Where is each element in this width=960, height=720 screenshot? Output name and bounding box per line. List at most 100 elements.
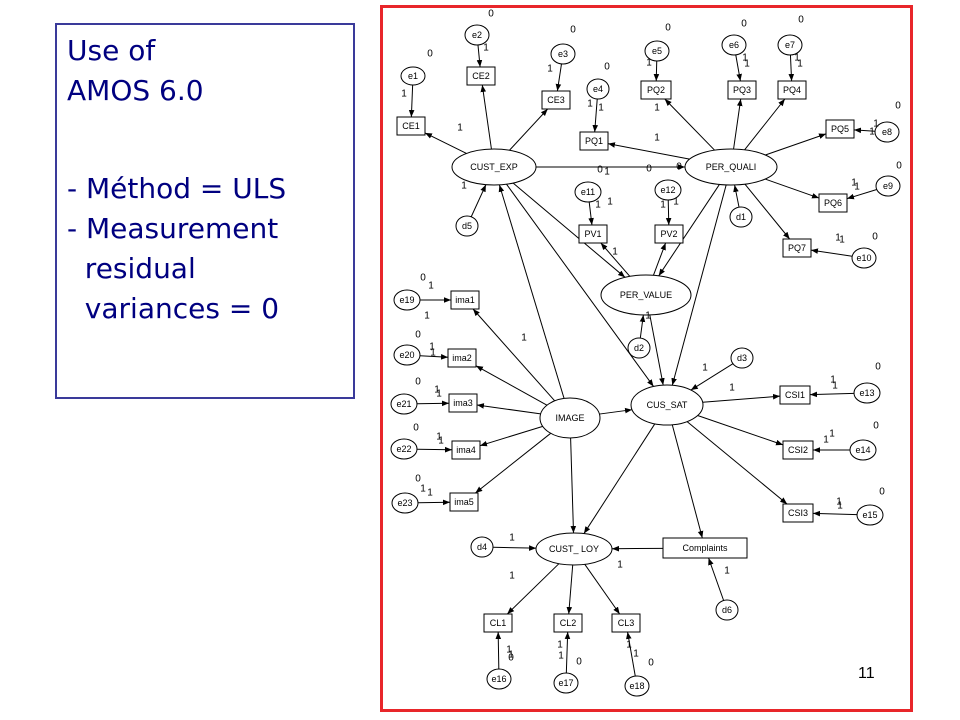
- fixed-weight-label: 1: [547, 64, 553, 75]
- path-IMAGE-to-ima4: [479, 425, 543, 447]
- fixed-weight-label: 1: [660, 200, 666, 211]
- fixed-weight-label: 1: [558, 651, 564, 662]
- fixed-weight-label: 1: [851, 178, 857, 189]
- textbox-line-2: AMOS 6.0: [67, 74, 204, 107]
- error-d2: [627, 337, 651, 359]
- indicator-ce3: [541, 90, 571, 110]
- fixed-mean-label: 0: [872, 232, 878, 243]
- indicator-label-pq6: PQ6: [824, 198, 842, 208]
- indicator-label-ima3: ima3: [453, 398, 473, 408]
- fixed-weight-label: 1: [428, 281, 434, 292]
- error-d5: [455, 215, 479, 237]
- error-e11: [574, 181, 602, 203]
- error-e2: [464, 24, 490, 46]
- fixed-mean-label: 0: [741, 19, 747, 30]
- path-e1-to-CE1: [408, 84, 415, 118]
- fixed-weight-label: 1: [633, 649, 639, 660]
- path-e4-to-PQ1: [592, 98, 599, 133]
- fixed-mean-label: 0: [604, 62, 610, 73]
- path-PER_QUALI-to-PQ2: [664, 98, 715, 151]
- error-d4: [470, 536, 494, 558]
- fixed-weight-label: 1: [612, 247, 618, 258]
- indicator-pq6: [818, 193, 848, 213]
- fixed-mean-label: 0: [895, 101, 901, 112]
- indicator-label-pv1: PV1: [584, 229, 601, 239]
- indicator-label-complaints: Complaints: [682, 543, 728, 553]
- error-label-e23: e23: [397, 498, 412, 508]
- path-CUST_EXP-to-CE3: [509, 108, 549, 151]
- path-CUS_SAT-to-Complaints: [671, 424, 704, 539]
- path-d4-to-CUST_LOY: [492, 545, 537, 551]
- fixed-mean-label: 0: [415, 377, 421, 388]
- error-e14: [849, 439, 877, 461]
- fixed-mean-label: 0: [413, 423, 419, 434]
- indicator-ima2: [447, 348, 477, 368]
- fixed-weight-label: 1: [869, 127, 875, 138]
- fixed-weight-label: 1: [420, 484, 426, 495]
- error-label-e21: e21: [396, 399, 411, 409]
- error-e23: [391, 492, 419, 514]
- path-PER_VALUE-to-CUS_SAT: [649, 314, 665, 386]
- error-label-e14: e14: [855, 445, 870, 455]
- error-e21: [390, 393, 418, 415]
- error-e3: [550, 43, 576, 65]
- error-e15: [856, 504, 884, 526]
- fixed-weight-label: 1: [401, 89, 407, 100]
- path-PER_QUALI-to-PQ1: [607, 142, 690, 160]
- fixed-weight-label: 1: [646, 58, 652, 69]
- error-label-e6: e6: [729, 40, 739, 50]
- fixed-weight-label: 1: [506, 645, 512, 656]
- indicator-ima1: [450, 290, 480, 310]
- fixed-weight-label: 1: [457, 123, 463, 134]
- fixed-weight-label: 1: [794, 53, 800, 64]
- textbox-line-5: - Measurement: [67, 212, 279, 245]
- indicator-pq4: [777, 80, 807, 100]
- indicator-label-pq2: PQ2: [647, 85, 665, 95]
- fixed-weight-label: 1: [742, 53, 748, 64]
- indicator-label-csi1: CSI1: [785, 390, 805, 400]
- fixed-weight-label: 1: [598, 103, 604, 114]
- fixed-weight-label: 1: [424, 311, 430, 322]
- path-e16-to-CL1: [495, 631, 502, 670]
- fixed-weight-label: 1: [438, 436, 444, 447]
- latent-cust-loy: [535, 532, 613, 566]
- error-label-e8: e8: [882, 127, 892, 137]
- indicator-ce2: [466, 66, 496, 86]
- fixed-weight-label: 1: [645, 311, 651, 322]
- path-e8-to-PQ5: [853, 127, 876, 134]
- path-IMAGE-to-ima5: [475, 432, 551, 494]
- latent-per-quali: [684, 148, 778, 186]
- path-PER_QUALI-to-CUS_SAT: [671, 184, 727, 386]
- latent-label-image: IMAGE: [555, 413, 584, 423]
- indicator-ce1: [396, 116, 426, 136]
- textbox-line-6: residual: [67, 252, 196, 285]
- indicator-complaints: [662, 537, 748, 559]
- error-label-e18: e18: [629, 681, 644, 691]
- fixed-weight-label: 1: [837, 501, 843, 512]
- path-PER_QUALI-to-PQ5: [765, 133, 827, 156]
- path-d1-to-PER_QUALI: [733, 184, 740, 208]
- indicator-label-ima1: ima1: [455, 295, 475, 305]
- fixed-mean-label: 0: [508, 653, 514, 664]
- latent-label-cus-sat: CUS_SAT: [647, 400, 688, 410]
- error-label-d4: d4: [477, 542, 487, 552]
- error-label-e22: e22: [396, 444, 411, 454]
- path-CUST_LOY-to-CL3: [584, 564, 621, 615]
- fixed-weight-label: 1: [830, 375, 836, 386]
- fixed-weight-label: 1: [673, 197, 679, 208]
- path-PER_QUALI-to-PQ3: [733, 98, 743, 150]
- path-CUST_LOY-to-CL1: [506, 563, 560, 615]
- path-e12-to-PV2: [665, 199, 672, 226]
- fixed-weight-label: 1: [587, 99, 593, 110]
- error-label-e5: e5: [652, 46, 662, 56]
- indicator-label-pq5: PQ5: [831, 124, 849, 134]
- fixed-mean-label: 0: [420, 273, 426, 284]
- fixed-mean-label: 0: [415, 474, 421, 485]
- error-label-e17: e17: [558, 678, 573, 688]
- fixed-weight-label: 1: [509, 533, 515, 544]
- fixed-mean-label: 0: [875, 362, 881, 373]
- error-label-e15: e15: [862, 510, 877, 520]
- path-CUS_SAT-to-CSI3: [686, 421, 788, 505]
- path-CUST_EXP-to-PER_VALUE: [512, 182, 626, 278]
